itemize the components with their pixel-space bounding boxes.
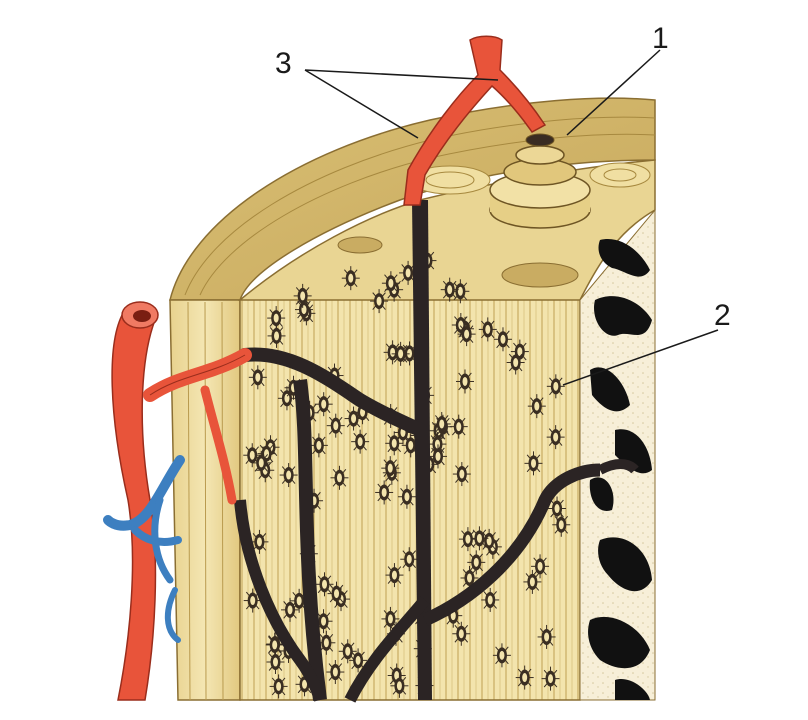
label-1: 1 (652, 22, 669, 55)
osteocyte (515, 665, 534, 690)
osteocyte (440, 277, 459, 302)
leader-lines (304, 49, 719, 386)
osteocyte (400, 547, 419, 572)
osteocyte (493, 327, 512, 352)
osteocyte (326, 660, 345, 685)
osteocyte (267, 323, 286, 348)
osteocyte (383, 340, 402, 365)
osteocyte (265, 632, 284, 657)
osteocyte (279, 463, 298, 488)
penetrating-vessel (403, 35, 547, 206)
osteocyte (381, 271, 400, 296)
osteocyte (492, 643, 511, 668)
haversian-canals (234, 200, 639, 703)
osteocyte (478, 317, 497, 342)
osteocyte (481, 587, 500, 612)
label-3: 3 (275, 47, 292, 80)
osteocyte (315, 572, 334, 597)
osteocyte (351, 429, 370, 454)
osteocyte (523, 569, 542, 594)
osteocyte (548, 496, 567, 521)
osteocyte (455, 369, 474, 394)
osteocyte (546, 425, 565, 450)
osteocyte (506, 350, 525, 375)
osteocyte (452, 462, 471, 487)
osteocyte (537, 624, 556, 649)
osteocyte (314, 609, 333, 634)
osteocyte (399, 260, 418, 285)
osteocyte (457, 322, 476, 347)
osteocyte (531, 554, 550, 579)
osteocyte (527, 394, 546, 419)
osteocyte (269, 674, 288, 699)
osteocyte (375, 480, 394, 505)
vein (103, 455, 185, 643)
osteocyte (391, 341, 410, 366)
osteocyte (524, 451, 543, 476)
osteocyte (546, 374, 565, 399)
osteocyte (281, 597, 300, 622)
osteocyte (349, 648, 368, 673)
osteocyte (385, 563, 404, 588)
label-2: 2 (714, 299, 731, 332)
osteocyte (552, 512, 571, 537)
osteocyte (327, 581, 346, 606)
osteocyte (470, 526, 489, 551)
osteocyte (314, 392, 333, 417)
osteocyte (397, 484, 416, 509)
osteocyte (370, 289, 389, 314)
spongy-bone (579, 208, 656, 701)
artery (111, 301, 252, 701)
osteocyte (452, 621, 471, 646)
osteocyte (344, 406, 363, 431)
osteocyte (267, 306, 286, 331)
osteocyte (248, 365, 267, 390)
osteocyte (330, 465, 349, 490)
osteocyte (390, 673, 409, 698)
osteocyte (252, 450, 271, 475)
osteocyte (243, 588, 262, 613)
osteocyte (309, 433, 328, 458)
osteocyte (293, 283, 312, 308)
osteon-stack (489, 133, 591, 229)
osteocyte (266, 650, 285, 675)
osteocyte (326, 413, 345, 438)
osteocyte (341, 266, 360, 291)
osteocyte (381, 456, 400, 481)
osteocyte (381, 606, 400, 631)
osteocyte (428, 444, 447, 469)
osteocyte (385, 431, 404, 456)
osteocyte (432, 411, 451, 436)
osteocyte (541, 666, 560, 691)
osteocyte (467, 550, 486, 575)
osteocyte (449, 414, 468, 439)
osteocyte (338, 639, 357, 664)
